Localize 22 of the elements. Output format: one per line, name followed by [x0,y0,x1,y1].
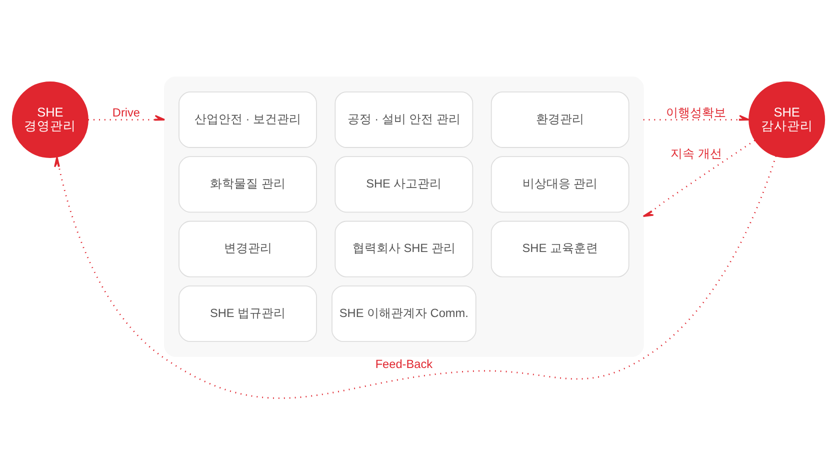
edge-label: Drive [112,105,140,120]
node-box: 협력회사 SHE 관리 [334,220,474,278]
edge-label: 이행성확보 [666,105,726,120]
arrow [88,114,166,121]
node-box: 비상대응 관리 [490,156,630,213]
arrow [643,114,750,121]
node-circle: SHE 감사관리 [748,81,826,158]
node-box: 화학물질 관리 [178,156,317,213]
node-box: 변경관리 [178,220,317,278]
node-box: 환경관리 [490,92,630,148]
cluster [164,76,644,357]
node-box: SHE 이해관계자 Comm. [332,285,476,342]
edge-label: Feed-Back [375,356,433,371]
node-box: 공정 · 설비 안전 관리 [334,92,474,148]
node-box: SHE 교육훈련 [490,220,630,278]
node-box: SHE 법규관리 [178,285,317,342]
arrow [642,140,756,217]
edge-label: 지속 개선 [670,146,722,160]
node-box: 산업안전 · 보건관리 [178,92,317,148]
node-box: SHE 사고관리 [334,156,474,213]
node-circle: SHE 경영관리 [12,81,88,158]
arrow [54,156,777,399]
